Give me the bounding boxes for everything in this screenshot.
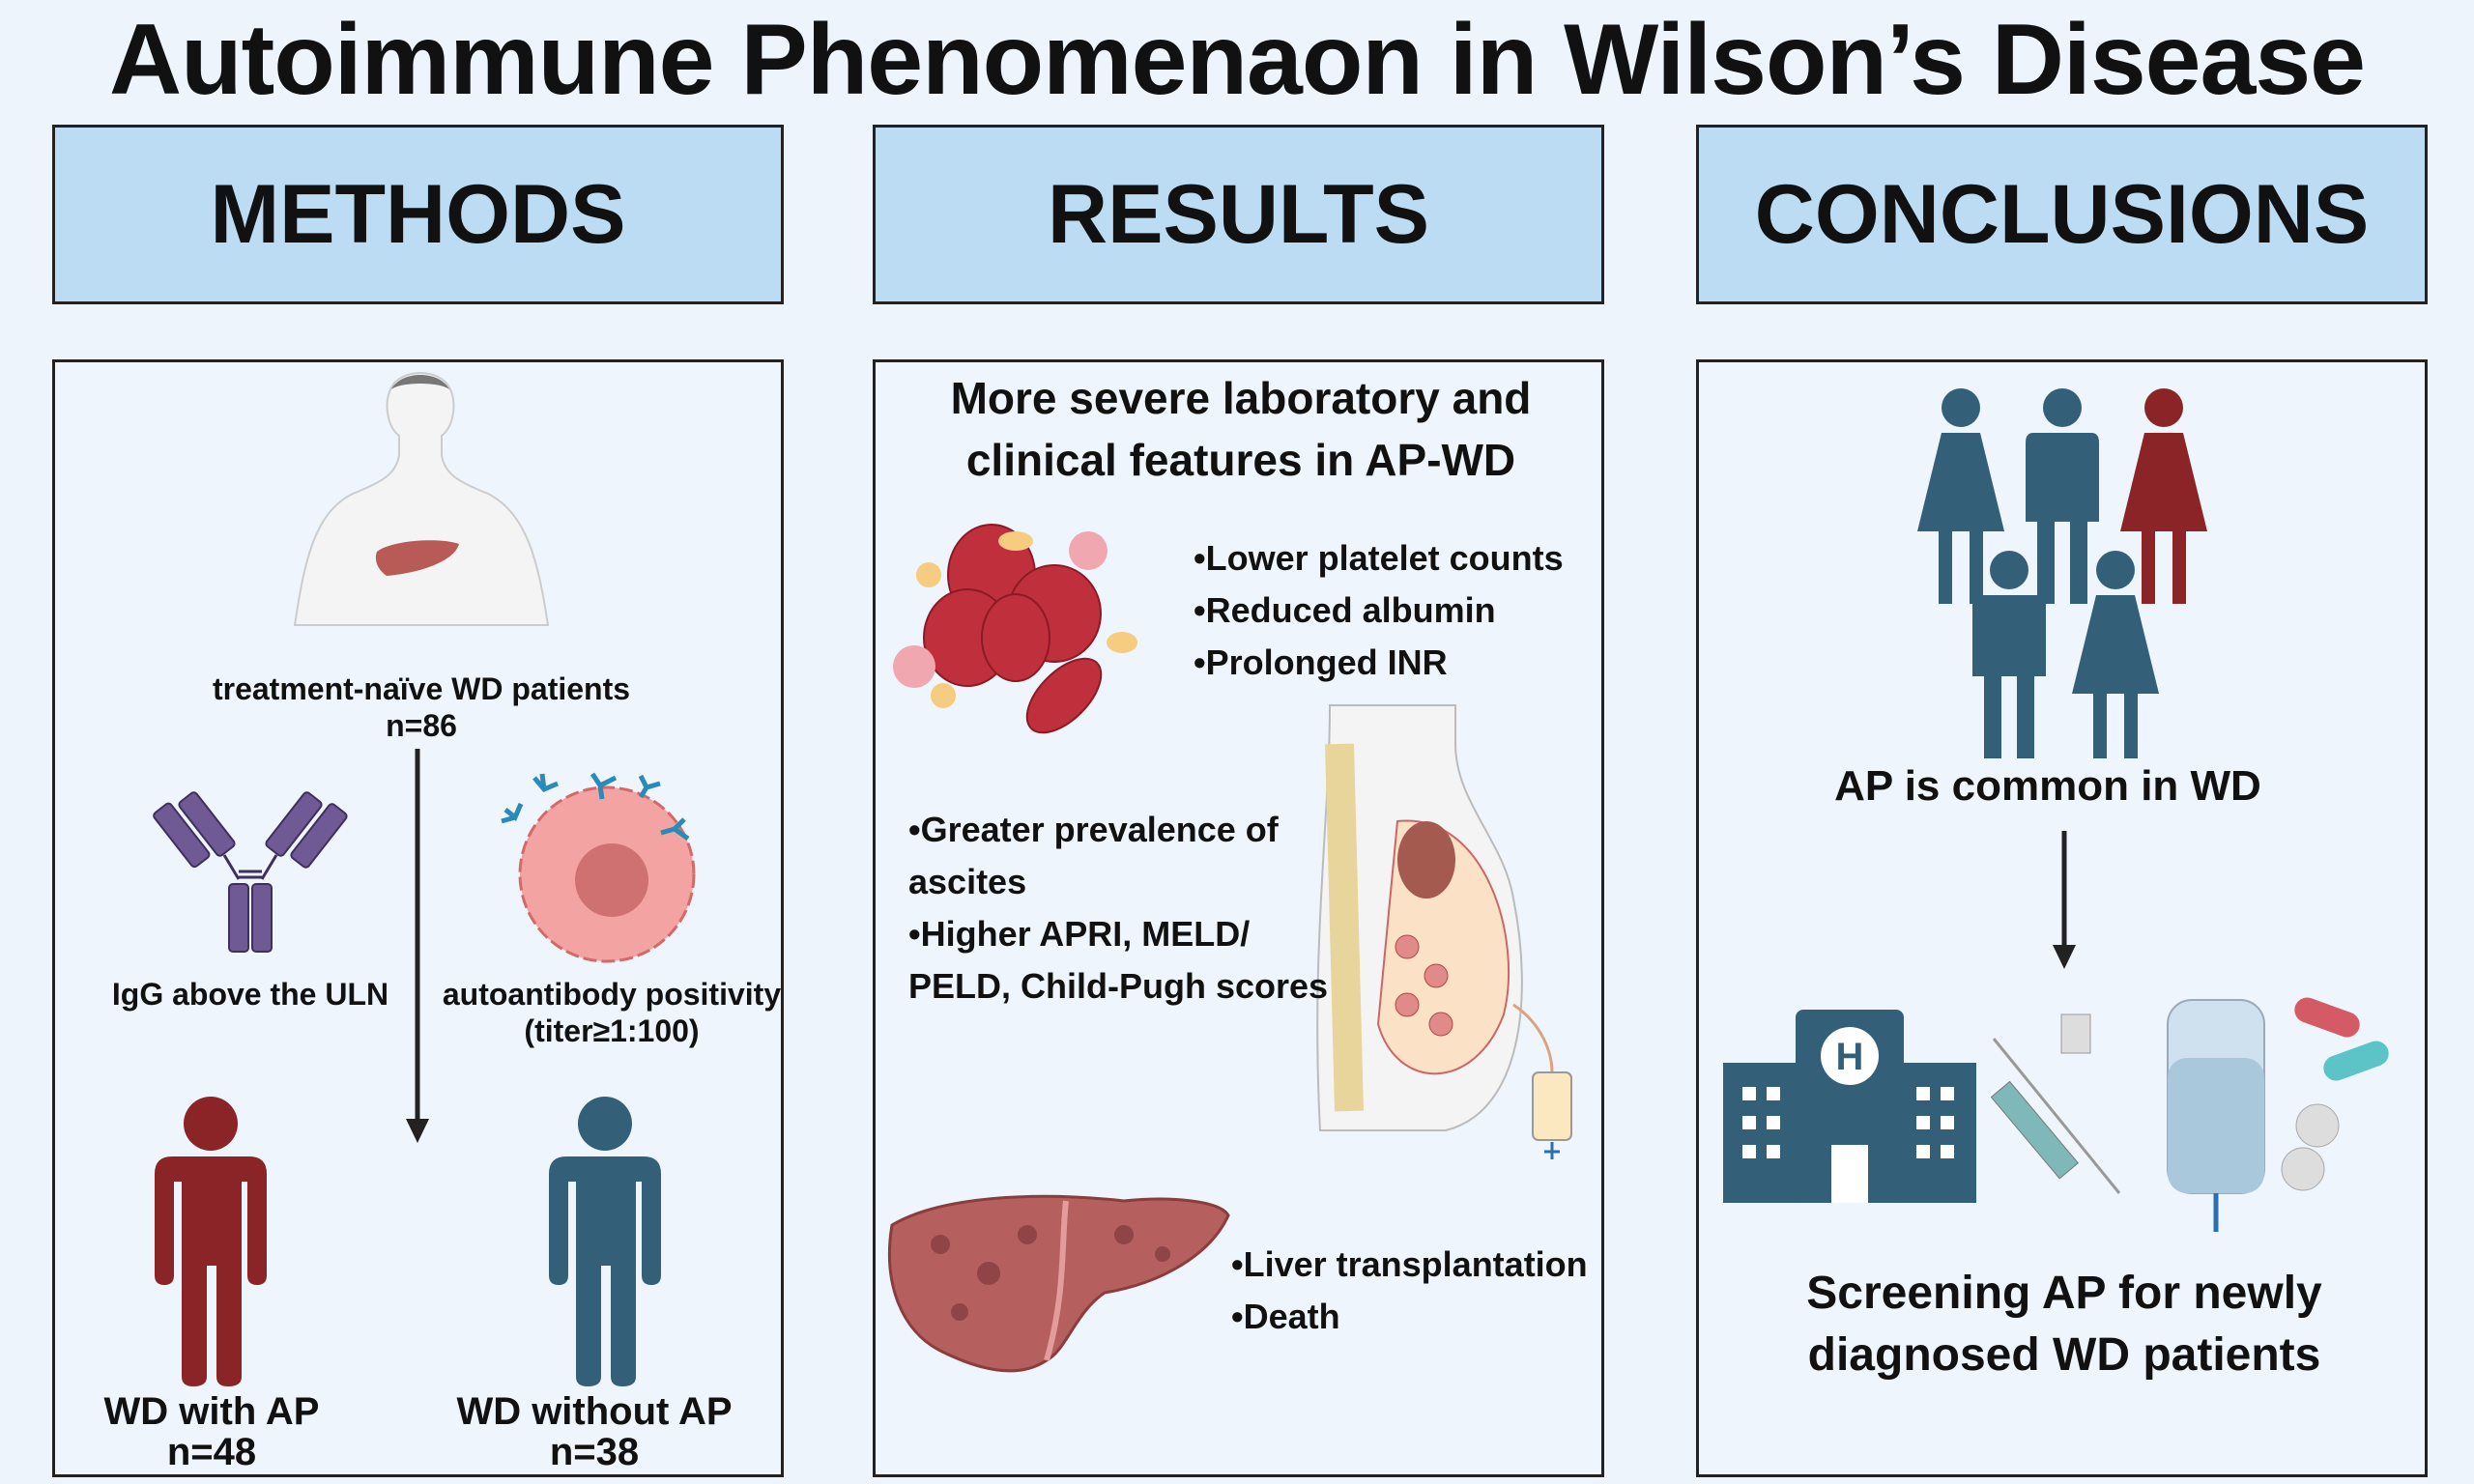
human-torso-liver-icon bbox=[293, 372, 550, 626]
population-people-icon bbox=[1917, 388, 2207, 758]
page-title: Autoimmune Phenomenaon in Wilson’s Disea… bbox=[108, 4, 2366, 116]
results-header: RESULTS bbox=[873, 125, 1604, 304]
igg-antibody-icon bbox=[153, 791, 348, 953]
group-non-ap-label: WD without AP bbox=[456, 1390, 733, 1433]
outcome-bullet: •Liver transplantation bbox=[1231, 1244, 1588, 1284]
flow-arrow-down bbox=[406, 749, 429, 1143]
outcome-bullet: •Death bbox=[1231, 1297, 1340, 1336]
medication-syringe-iv-pills-icon bbox=[1990, 997, 2389, 1232]
methods-header: METHODS bbox=[52, 125, 784, 304]
hospital-icon: H bbox=[1723, 1010, 1976, 1203]
recommendation-line2: diagnosed WD patients bbox=[1807, 1329, 2321, 1381]
results-panel: More severe laboratory and clinical feat… bbox=[873, 359, 1604, 1477]
clinical-bullet: ascites bbox=[908, 862, 1027, 901]
cirrhotic-liver-icon bbox=[887, 1194, 1230, 1373]
criterion-autoantibody: autoantibody positivity bbox=[442, 977, 782, 1012]
conclusions-panel: AP is common in WD H Screening AP for ne… bbox=[1696, 359, 2428, 1477]
group-ap-n: n=48 bbox=[166, 1431, 257, 1473]
conclusion-arrow-down bbox=[2053, 831, 2076, 969]
lab-bullet: •Prolonged INR bbox=[1194, 642, 1448, 682]
conclusions-header: CONCLUSIONS bbox=[1696, 125, 2428, 304]
conclusion-finding: AP is common in WD bbox=[1834, 762, 2261, 810]
lab-bullet: •Lower platelet counts bbox=[1194, 538, 1564, 578]
non-ap-patient-person-icon bbox=[549, 1097, 661, 1386]
results-heading-line1: More severe laboratory and bbox=[950, 373, 1532, 423]
recommendation-line1: Screening AP for newly bbox=[1806, 1268, 2322, 1319]
group-ap-label: WD with AP bbox=[103, 1390, 320, 1433]
clinical-bullet: •Greater prevalence of bbox=[908, 810, 1279, 849]
ap-patient-person-icon bbox=[155, 1097, 267, 1386]
clinical-bullet: •Higher APRI, MELD/ bbox=[908, 914, 1251, 954]
criterion-titer: (titer≥1:100) bbox=[524, 1013, 700, 1048]
group-non-ap-n: n=38 bbox=[549, 1431, 640, 1473]
blood-cells-platelets-icon bbox=[893, 524, 1137, 734]
clinical-bullet: PELD, Child-Pugh scores bbox=[908, 966, 1329, 1006]
criterion-igg: IgG above the ULN bbox=[111, 977, 389, 1012]
abdomen-ascites-drainage-icon bbox=[1316, 704, 1572, 1159]
lab-bullet: •Reduced albumin bbox=[1194, 590, 1496, 630]
results-heading-line2: clinical features in AP-WD bbox=[965, 435, 1516, 485]
svg-text:H: H bbox=[1836, 1036, 1864, 1078]
autoantibody-cell-icon bbox=[501, 772, 696, 963]
cohort-label: treatment-naïve WD patients bbox=[212, 671, 631, 706]
cohort-n: n=86 bbox=[386, 708, 457, 743]
methods-panel: treatment-naïve WD patients n=86 IgG abo… bbox=[52, 359, 784, 1477]
